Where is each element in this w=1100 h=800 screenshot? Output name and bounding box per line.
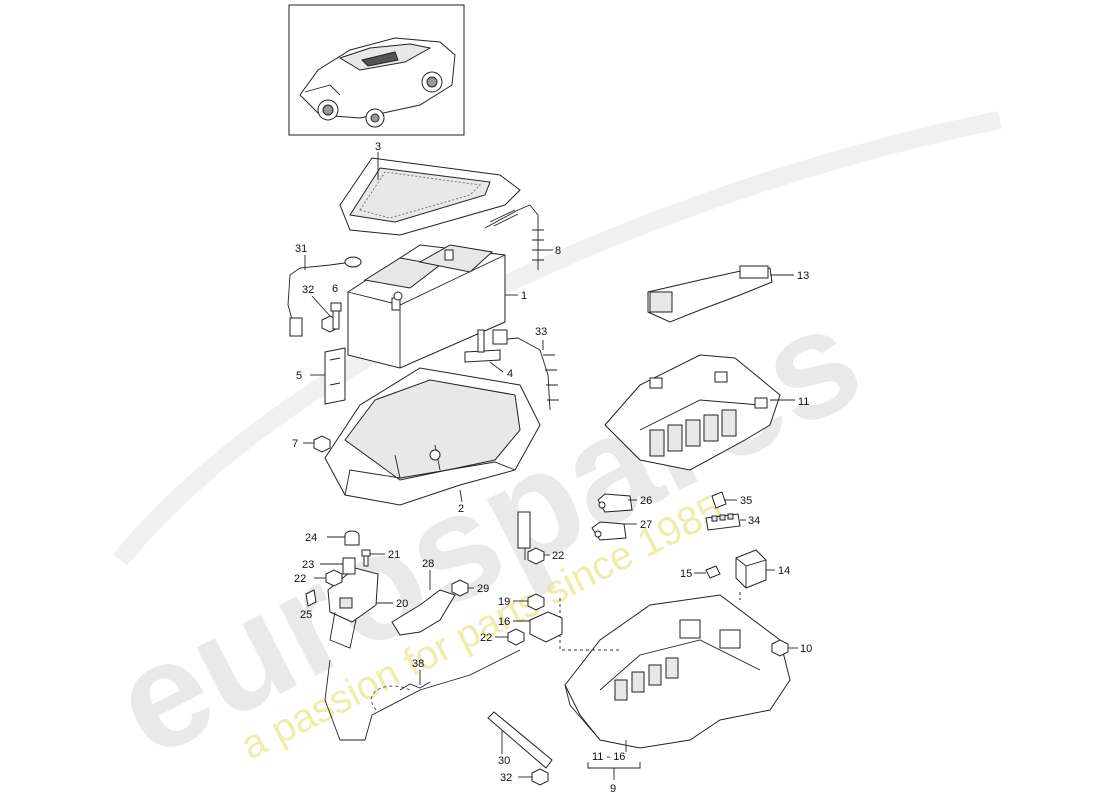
battery-cover: [339, 157, 521, 236]
group-bracket: [587, 740, 641, 780]
label-38: 38: [412, 658, 424, 670]
label-8: 8: [555, 245, 561, 257]
label-13: 13: [797, 270, 809, 282]
label-2: 2: [458, 503, 464, 515]
nut-7: [313, 435, 331, 453]
relay-27: [591, 521, 627, 541]
label-30: 30: [498, 755, 510, 767]
label-19: 19: [498, 596, 510, 608]
label-11-16: 11 - 16: [592, 751, 625, 763]
label-7: 7: [292, 438, 298, 450]
sleeve-23: [342, 557, 356, 575]
cap-24: [344, 530, 360, 546]
label-9: 9: [610, 783, 616, 795]
label-10: 10: [800, 643, 812, 655]
nut-29: [451, 579, 469, 597]
label-14: 14: [778, 565, 790, 577]
label-23: 23: [302, 559, 314, 571]
carrier-base-9: [564, 594, 791, 749]
label-32-bottom: 32: [500, 772, 512, 784]
battery: [347, 244, 506, 369]
label-28: 28: [422, 558, 434, 570]
cable-38: [324, 649, 521, 741]
label-25: 25: [300, 609, 312, 621]
watermark: eurospares a passion for parts since 198…: [88, 111, 1002, 789]
label-6: 6: [332, 283, 338, 295]
bracket-5: [324, 347, 346, 405]
label-22-mid: 22: [480, 632, 492, 644]
label-26: 26: [640, 495, 652, 507]
nut-22-left: [325, 569, 343, 587]
bracket-28: [391, 589, 456, 636]
clip-25: [305, 589, 317, 607]
connector-34: [705, 513, 741, 531]
terminal-16: [529, 611, 563, 643]
label-24: 24: [305, 532, 317, 544]
clamp-4: [464, 329, 501, 363]
ground-cable: [287, 256, 362, 337]
vent-hose: [484, 204, 544, 270]
relay-26: [597, 493, 633, 513]
label-5: 5: [296, 370, 302, 382]
positive-cable: [492, 329, 559, 411]
label-35: 35: [740, 495, 752, 507]
vehicle-thumbnail: [288, 4, 465, 136]
battery-tray: [324, 367, 541, 506]
fuse-box-11: [604, 354, 781, 471]
label-32-top: 32: [302, 284, 314, 296]
bolt-6: [330, 302, 342, 330]
label-27: 27: [640, 519, 652, 531]
label-20: 20: [396, 598, 408, 610]
fuse-holder-13: [647, 265, 773, 323]
nut-22-right: [527, 547, 545, 565]
label-29: 29: [477, 583, 489, 595]
relay-14: [735, 549, 767, 589]
nut-19: [527, 593, 545, 611]
label-3: 3: [375, 141, 381, 153]
nut-32-bottom: [531, 768, 549, 786]
watermark-swoosh: [113, 111, 1002, 566]
label-22-left: 22: [294, 573, 306, 585]
brace-30: [487, 711, 553, 769]
label-11: 11: [798, 396, 809, 408]
label-1: 1: [521, 290, 527, 302]
label-4: 4: [507, 368, 513, 380]
label-16: 16: [498, 616, 510, 628]
label-15: 15: [680, 568, 692, 580]
label-34: 34: [748, 515, 760, 527]
clip-35: [711, 491, 727, 509]
label-21: 21: [388, 549, 400, 561]
label-33: 33: [535, 326, 547, 338]
label-22-right: 22: [552, 550, 564, 562]
nut-10: [771, 639, 789, 657]
label-31: 31: [295, 243, 307, 255]
nut-22-mid: [507, 628, 525, 646]
clip-15: [705, 565, 721, 579]
cable-riser: [517, 511, 531, 560]
bolt-21: [361, 549, 371, 567]
